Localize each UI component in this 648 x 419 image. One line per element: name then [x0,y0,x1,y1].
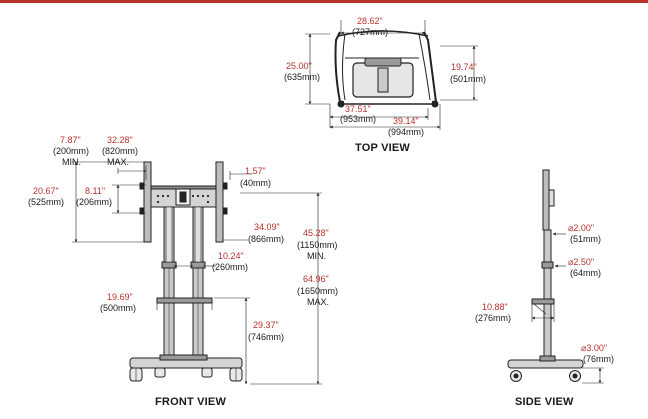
front-height-max-mm: (1650mm) [297,286,339,296]
side-shelf-depth-inch: 10.88" [482,302,508,312]
front-height-max-note: MAX. [307,297,330,307]
side-view-dimensions [531,232,604,384]
front-bracket-depth-inch: 1.57" [245,166,266,176]
top-depth-left-mm: (635mm) [284,72,321,82]
front-view-dimensions [72,161,322,385]
top-view-drawing [334,30,439,108]
front-shelf-height-inch: 29.37" [253,320,279,330]
top-view-dimensions [305,20,478,130]
front-column-gap-mm: (260mm) [212,262,249,272]
side-upper-diameter-inch: ⌀2.00" [568,223,595,233]
top-width-outer-mm: (994mm) [388,127,425,137]
front-bracket-width-mm: (866mm) [248,234,285,244]
front-height-min-mm: (1150mm) [297,240,338,250]
front-height-max-inch: 64.96" [303,274,329,284]
top-view-title: TOP VIEW [355,142,410,154]
front-height-inner-inch: 8.11" [85,186,106,196]
front-height-outer-mm: (525mm) [28,197,65,207]
front-height-outer-inch: 20.67" [33,186,59,196]
top-accent-bar [0,0,648,3]
front-offset-max-mm: (820mm) [102,146,139,156]
front-offset-min-inch: 7.87" [60,135,81,145]
front-offset-min-mm: (200mm) [53,146,90,156]
front-bracket-width-inch: 34.09" [254,222,280,232]
side-shelf-depth-mm: (276mm) [475,313,512,323]
side-view-title: SIDE VIEW [515,396,574,408]
front-shelf-width-mm: (500mm) [100,303,137,313]
front-view-drawing [129,161,243,382]
top-width-outer-inch: 39.14" [393,116,419,126]
top-width-inner-inch: 28.62" [357,16,383,26]
side-view-drawing [507,169,584,382]
front-height-inner-mm: (206mm) [76,197,113,207]
front-offset-min-note: MIN. [62,157,81,167]
front-offset-max-note: MAX. [107,157,130,167]
front-height-min-note: MIN. [307,251,326,261]
side-caster-diameter-mm: (76mm) [583,354,614,364]
side-caster-diameter-inch: ⌀3.00" [581,343,608,353]
top-width-inner-mm: (727mm) [352,27,389,37]
top-depth-left-inch: 25.00" [286,61,312,71]
side-mid-diameter-inch: ⌀2.50" [568,257,595,267]
front-height-min-inch: 45.28" [303,228,329,238]
top-depth-right-inch: 19.74" [451,62,477,72]
top-width-mid-inch: 37.51" [345,104,371,114]
front-bracket-depth-mm: (40mm) [240,178,271,188]
side-upper-diameter-mm: (51mm) [570,234,601,244]
top-width-mid-mm: (953mm) [340,114,377,124]
front-offset-max-inch: 32.28" [107,135,133,145]
top-depth-right-mm: (501mm) [450,74,487,84]
front-column-gap-inch: 10.24" [218,251,244,261]
front-shelf-height-mm: (746mm) [248,332,285,342]
front-view-title: FRONT VIEW [155,396,227,408]
front-shelf-width-inch: 19.69" [107,292,133,302]
side-mid-diameter-mm: (64mm) [570,268,601,278]
